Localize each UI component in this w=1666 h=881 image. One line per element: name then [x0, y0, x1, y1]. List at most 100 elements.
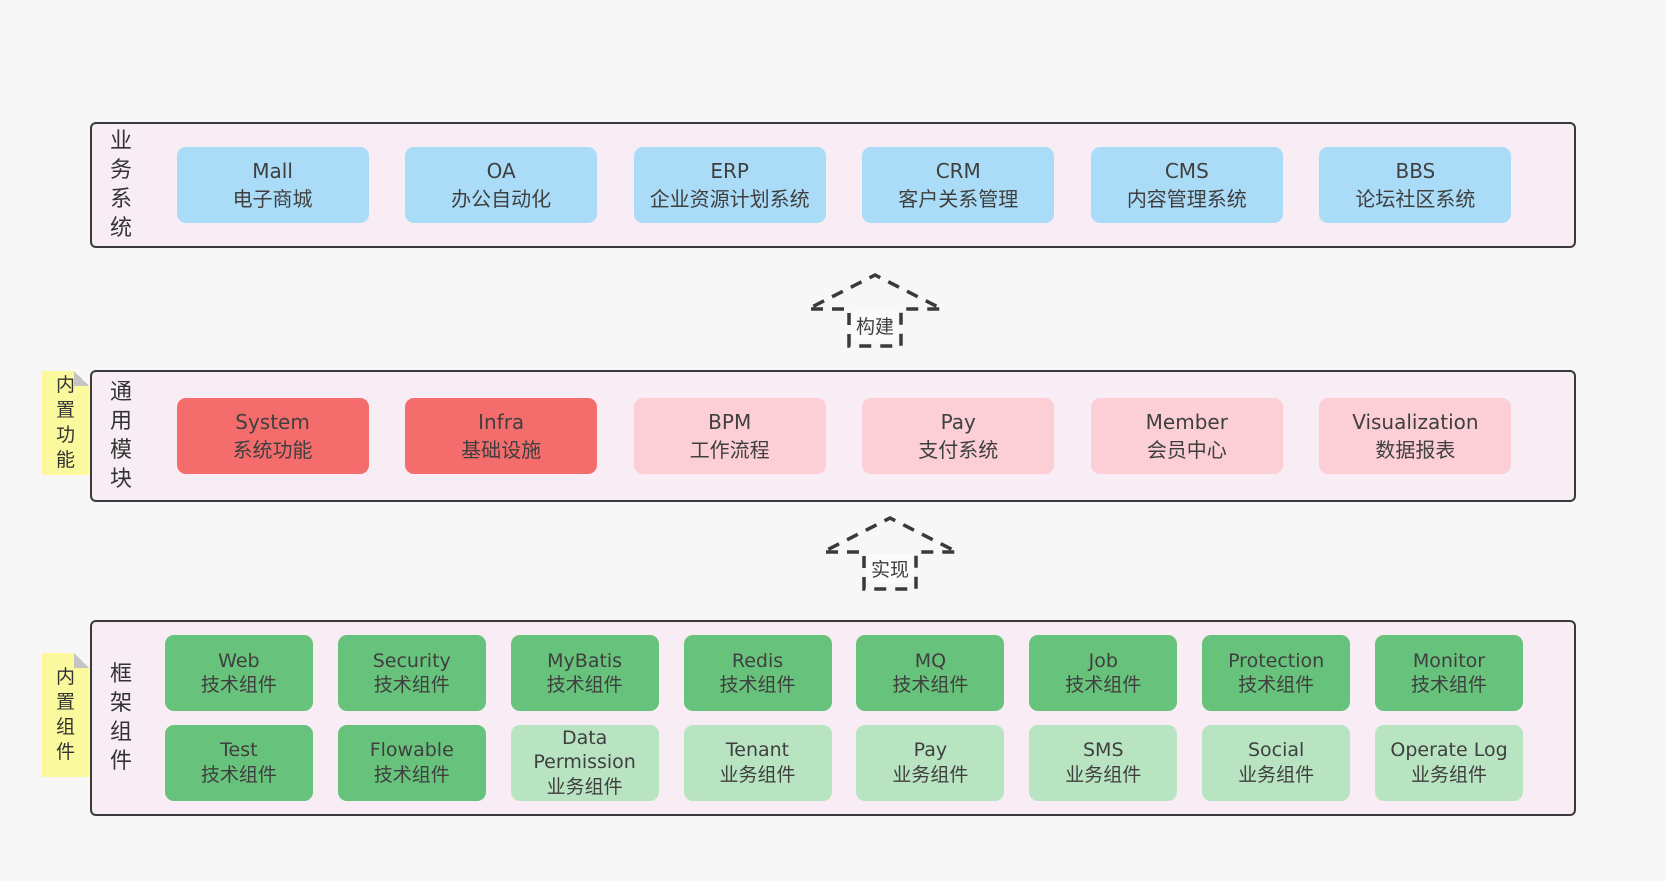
box-flowable: Flowable 技术组件 [337, 724, 486, 801]
box-subtitle: 技术组件 [546, 674, 623, 697]
box-title: CRM [935, 159, 981, 183]
box-web: Web 技术组件 [164, 635, 313, 712]
box-redis: Redis 技术组件 [683, 635, 832, 712]
box-crm: CRM 客户关系管理 [862, 147, 1055, 223]
box-title: Infra [478, 410, 525, 434]
box-subtitle: 数据报表 [1375, 438, 1456, 462]
box-bpm: BPM 工作流程 [633, 398, 826, 474]
box-subtitle: 业务组件 [719, 763, 796, 786]
box-title: Social [1247, 738, 1305, 761]
box-title: ERP [710, 159, 749, 183]
arrow-build-icon [805, 272, 945, 348]
box-sms: SMS 业务组件 [1029, 724, 1178, 801]
box-job: Job 技术组件 [1029, 635, 1178, 712]
box-subtitle: 技术组件 [200, 763, 277, 786]
box-title: Web [218, 649, 260, 672]
box-tenant: Tenant 业务组件 [683, 724, 832, 801]
box-system: System 系统功能 [176, 398, 369, 474]
layer-business-systems: 业务系统 Mall 电子商城 OA 办公自动化 ERP 企业资源计划系统 CRM… [90, 122, 1576, 248]
sticky-note-built-in-features: 内置功能 [42, 371, 89, 475]
box-subtitle: 业务组件 [892, 763, 969, 786]
arrow-implement-icon [820, 515, 960, 591]
components-row-2: Test 技术组件 Flowable 技术组件 Data Permission … [140, 724, 1548, 801]
box-title: MQ [914, 649, 947, 672]
box-cms: CMS 内容管理系统 [1090, 147, 1283, 223]
layer-framework-components: 框架组件 Web 技术组件 Security 技术组件 MyBatis 技术组件… [90, 620, 1576, 816]
arrow-build-label: 构建 [851, 311, 899, 340]
box-title: Redis [731, 649, 784, 672]
box-subtitle: 业务组件 [1238, 763, 1315, 786]
framework-components-grid: Web 技术组件 Security 技术组件 MyBatis 技术组件 Redi… [140, 622, 1574, 814]
box-subtitle: 业务组件 [1065, 763, 1142, 786]
box-member: Member 会员中心 [1090, 398, 1283, 474]
box-title: System [235, 410, 310, 434]
box-title: Pay [913, 738, 948, 761]
box-title: Visualization [1352, 410, 1479, 434]
box-subtitle: 技术组件 [1410, 674, 1487, 697]
box-subtitle: 工作流程 [689, 438, 770, 462]
box-title: MyBatis [547, 649, 623, 672]
box-subtitle: 客户关系管理 [898, 187, 1019, 211]
box-title: BPM [708, 410, 752, 434]
box-title: Mall [252, 159, 293, 183]
box-subtitle: 支付系统 [918, 438, 999, 462]
box-pay-component: Pay 业务组件 [856, 724, 1005, 801]
sticky-note-built-in-components: 内置组件 [42, 653, 89, 777]
box-title: CMS [1164, 159, 1209, 183]
box-bbs: BBS 论坛社区系统 [1319, 147, 1512, 223]
box-subtitle: 办公自动化 [451, 187, 552, 211]
box-oa: OA 办公自动化 [405, 147, 598, 223]
box-data-permission: Data Permission 业务组件 [510, 724, 659, 801]
box-protection: Protection 技术组件 [1202, 635, 1351, 712]
components-row-1: Web 技术组件 Security 技术组件 MyBatis 技术组件 Redi… [140, 635, 1548, 712]
box-title: Monitor [1412, 649, 1486, 672]
layer-label-business-systems: 业务系统 [109, 128, 132, 242]
box-mq: MQ 技术组件 [856, 635, 1005, 712]
box-subtitle: 基础设施 [461, 438, 542, 462]
box-subtitle: 技术组件 [200, 674, 277, 697]
box-visualization: Visualization 数据报表 [1319, 398, 1512, 474]
box-subtitle: 技术组件 [1065, 674, 1142, 697]
box-subtitle: 技术组件 [373, 674, 450, 697]
box-infra: Infra 基础设施 [405, 398, 598, 474]
box-social: Social 业务组件 [1202, 724, 1351, 801]
box-title: Tenant [725, 738, 790, 761]
box-title: Pay [940, 410, 976, 434]
box-title: SMS [1082, 738, 1124, 761]
layer-label-common-modules: 通用模块 [109, 379, 132, 493]
box-subtitle: 技术组件 [719, 674, 796, 697]
box-subtitle: 论坛社区系统 [1355, 187, 1476, 211]
box-title: BBS [1395, 159, 1436, 183]
layer-common-modules: 通用模块 System 系统功能 Infra 基础设施 BPM 工作流程 Pay… [90, 370, 1576, 502]
box-operate-log: Operate Log 业务组件 [1375, 724, 1523, 801]
box-title: Protection [1228, 649, 1325, 672]
box-subtitle: 业务组件 [1410, 763, 1487, 786]
sticky-note-text: 内置功能 [55, 373, 75, 472]
box-subtitle: 内容管理系统 [1126, 187, 1247, 211]
box-subtitle: 电子商城 [232, 187, 313, 211]
box-title: Operate Log [1390, 738, 1508, 761]
box-subtitle: 技术组件 [1238, 674, 1315, 697]
layer-label-framework-components: 框架组件 [109, 661, 132, 775]
box-mybatis: MyBatis 技术组件 [510, 635, 659, 712]
box-pay-system: Pay 支付系统 [862, 398, 1055, 474]
box-subtitle: 技术组件 [892, 674, 969, 697]
box-subtitle: 系统功能 [232, 438, 313, 462]
box-title: Member [1145, 410, 1228, 434]
box-title: OA [486, 159, 516, 183]
box-subtitle: 技术组件 [373, 763, 450, 786]
business-systems-boxes: Mall 电子商城 OA 办公自动化 ERP 企业资源计划系统 CRM 客户关系… [140, 124, 1574, 246]
box-subtitle: 会员中心 [1146, 438, 1227, 462]
common-modules-boxes: System 系统功能 Infra 基础设施 BPM 工作流程 Pay 支付系统… [140, 372, 1574, 500]
box-security: Security 技术组件 [337, 635, 486, 712]
box-title: Job [1088, 649, 1118, 672]
box-title: Test [220, 738, 258, 761]
box-title: Security [372, 649, 451, 672]
box-erp: ERP 企业资源计划系统 [633, 147, 826, 223]
box-subtitle: 业务组件 [546, 776, 623, 798]
box-subtitle: 企业资源计划系统 [649, 187, 810, 211]
box-monitor: Monitor 技术组件 [1375, 635, 1523, 712]
box-title: Data Permission [533, 726, 636, 774]
box-title: Flowable [369, 738, 454, 761]
arrow-implement-label: 实现 [866, 554, 914, 583]
